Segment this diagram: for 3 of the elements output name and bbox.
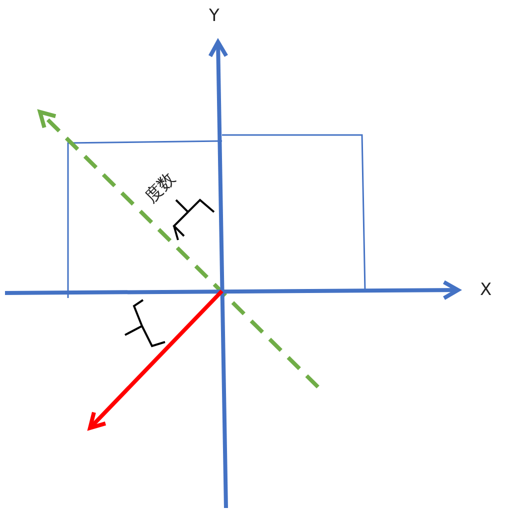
axis-label: X xyxy=(480,282,492,299)
angle-label: 度数 xyxy=(142,170,180,207)
axis-label: Y xyxy=(209,8,220,25)
